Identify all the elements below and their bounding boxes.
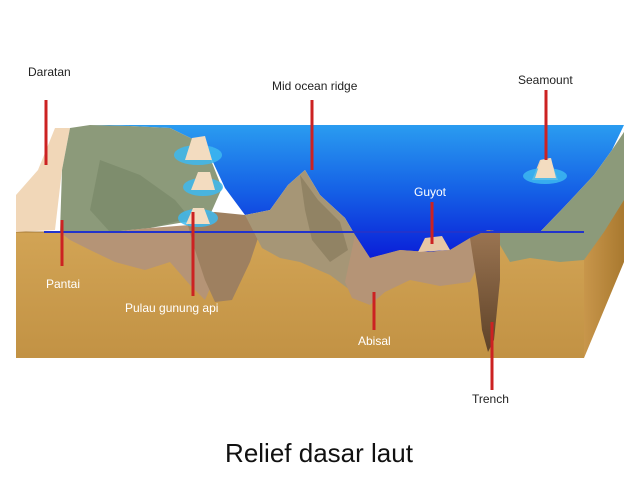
coastal-land-shade [90, 160, 190, 232]
seamount-slope [500, 132, 624, 262]
volcano-peak-1 [174, 136, 222, 165]
trench [470, 230, 500, 352]
volcano-base [185, 212, 260, 302]
label-guyot: Guyot [414, 185, 447, 199]
label-pulau-gunung-api: Pulau gunung api [125, 301, 218, 315]
seamount-splash [523, 158, 567, 184]
ocean-surface-area [90, 125, 624, 258]
abyssal-plain [345, 235, 480, 305]
beige-shore [16, 128, 70, 232]
diagram-caption: Relief dasar laut [225, 438, 413, 468]
label-mid-ocean-ridge: Mid ocean ridge [272, 79, 358, 93]
coastal-slope-underground [60, 225, 235, 300]
label-abisal: Abisal [358, 334, 391, 348]
ocean [90, 125, 624, 258]
label-seamount: Seamount [518, 73, 573, 87]
mid-ocean-ridge-shade [300, 175, 348, 262]
volcano-peak-2 [183, 172, 223, 196]
label-pantai: Pantai [46, 277, 80, 291]
guyot [418, 236, 450, 252]
label-trench: Trench [472, 392, 509, 406]
label-daratan: Daratan [28, 65, 71, 79]
pointers [44, 90, 548, 390]
terrain [16, 125, 624, 352]
